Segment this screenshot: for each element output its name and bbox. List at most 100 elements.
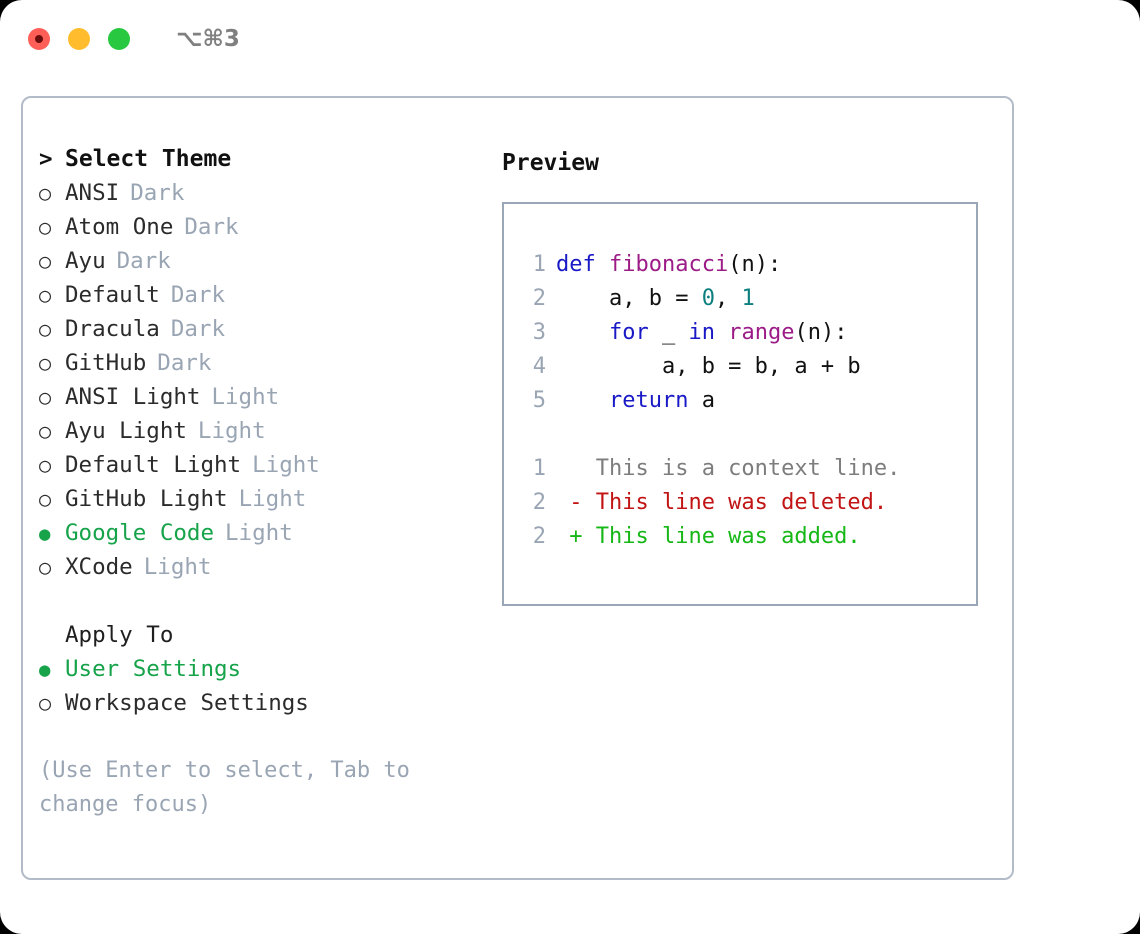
preview-title: Preview bbox=[502, 150, 599, 176]
code-token-kw: in bbox=[688, 320, 715, 345]
line-number: 1 bbox=[532, 456, 546, 481]
theme-option-label: Atom One bbox=[65, 214, 174, 240]
theme-option-atom-one[interactable]: ○ Atom One Dark bbox=[39, 214, 479, 248]
code-token-plain: (n): bbox=[728, 252, 782, 277]
diff-text: - This line was deleted. bbox=[556, 490, 888, 515]
theme-option-label: GitHub Light bbox=[65, 486, 228, 512]
theme-variant-badge: Dark bbox=[116, 248, 171, 274]
code-line: 4 a, b = b, a + b bbox=[520, 350, 976, 384]
code-token-plain: a bbox=[688, 388, 715, 413]
line-number: 2 bbox=[532, 490, 546, 515]
code-token-plain bbox=[715, 320, 728, 345]
theme-option-github[interactable]: ○ GitHub Dark bbox=[39, 350, 479, 384]
radio-unselected-icon: ○ bbox=[39, 691, 52, 715]
diff-text: This is a context line. bbox=[556, 456, 901, 481]
apply-to-option-label: User Settings bbox=[65, 656, 242, 682]
theme-option-label: ANSI bbox=[65, 180, 120, 206]
spacer bbox=[39, 588, 479, 622]
theme-variant-badge: Dark bbox=[170, 316, 226, 342]
code-token-plain: a, b = b, a + b bbox=[556, 354, 861, 379]
radio-selected-icon: ● bbox=[39, 523, 51, 545]
code-token-num: 1 bbox=[741, 286, 755, 311]
code-token-plain bbox=[556, 388, 609, 413]
diff-line-del: 2 - This line was deleted. bbox=[520, 486, 976, 520]
code-token-fn: range bbox=[728, 320, 795, 345]
code-token-plain: _ bbox=[648, 320, 689, 345]
radio-unselected-icon: ○ bbox=[39, 385, 52, 409]
radio-unselected-icon: ○ bbox=[39, 317, 52, 341]
radio-unselected-icon: ○ bbox=[39, 555, 52, 579]
theme-variant-badge: Dark bbox=[184, 214, 239, 240]
code-line: 2 a, b = 0, 1 bbox=[520, 282, 976, 316]
radio-unselected-icon: ○ bbox=[39, 419, 52, 443]
apply-to-label: Apply To bbox=[65, 622, 174, 648]
theme-option-ayu-light[interactable]: ○ Ayu Light Light bbox=[39, 418, 479, 452]
theme-option-default-light[interactable]: ○ Default Light Light bbox=[39, 452, 479, 486]
theme-option-label: ANSI Light bbox=[65, 384, 201, 410]
close-button[interactable] bbox=[28, 28, 50, 50]
theme-option-label: Google Code bbox=[65, 520, 215, 546]
code-token-plain: a, b = bbox=[556, 286, 702, 311]
keyboard-hint: (Use Enter to select, Tab to change focu… bbox=[39, 758, 424, 817]
theme-option-label: Ayu bbox=[65, 248, 106, 274]
code-token-plain: (n): bbox=[794, 320, 848, 345]
code-token-plain bbox=[556, 320, 609, 345]
apply-to-heading: Apply To bbox=[39, 622, 479, 656]
apply-to-indent bbox=[39, 623, 65, 647]
theme-option-google-code[interactable]: ● Google Code Light bbox=[39, 520, 479, 554]
theme-variant-badge: Light bbox=[197, 418, 266, 444]
page-title: Select Theme bbox=[65, 146, 232, 172]
code-token-fn: fibonacci bbox=[608, 252, 729, 277]
code-line: 3 for _ in range(n): bbox=[520, 316, 976, 350]
code-line: 5 return a bbox=[520, 384, 976, 418]
theme-option-label: XCode bbox=[65, 554, 133, 580]
window-controls bbox=[28, 28, 130, 50]
theme-variant-badge: Light bbox=[225, 520, 293, 546]
titlebar: ⌥⌘3 bbox=[0, 0, 1140, 78]
diff-sample: 1 This is a context line.2 - This line w… bbox=[520, 452, 976, 554]
diff-text: + This line was added. bbox=[556, 524, 861, 549]
radio-unselected-icon: ○ bbox=[39, 351, 52, 375]
theme-variant-badge: Dark bbox=[130, 180, 185, 206]
code-token-kw: return bbox=[608, 388, 689, 413]
radio-unselected-icon: ○ bbox=[39, 487, 52, 511]
diff-line-add: 2 + This line was added. bbox=[520, 520, 976, 554]
line-number: 1 bbox=[532, 252, 546, 277]
radio-unselected-icon: ○ bbox=[39, 181, 52, 205]
theme-variant-badge: Light bbox=[252, 452, 320, 478]
radio-unselected-icon: ○ bbox=[39, 453, 52, 477]
code-token-plain: , bbox=[714, 286, 742, 311]
apply-to-list: ● User Settings ○Workspace Settings bbox=[39, 656, 479, 724]
theme-variant-badge: Light bbox=[143, 554, 212, 580]
minimize-button[interactable] bbox=[68, 28, 90, 50]
theme-option-ansi[interactable]: ○ ANSI Dark bbox=[39, 180, 479, 214]
diff-line-ctx: 1 This is a context line. bbox=[520, 452, 976, 486]
maximize-button[interactable] bbox=[108, 28, 130, 50]
theme-option-label: Default Light bbox=[65, 452, 242, 478]
theme-option-xcode[interactable]: ○ XCode Light bbox=[39, 554, 479, 588]
theme-option-label: Ayu Light bbox=[65, 418, 187, 444]
code-token-num: 0 bbox=[701, 286, 715, 311]
radio-unselected-icon: ○ bbox=[39, 215, 52, 239]
theme-option-label: GitHub bbox=[65, 350, 147, 376]
radio-unselected-icon: ○ bbox=[39, 283, 52, 307]
apply-to-option-user-settings[interactable]: ● User Settings bbox=[39, 656, 479, 690]
theme-option-label: Default bbox=[65, 282, 160, 308]
theme-variant-badge: Light bbox=[211, 384, 280, 410]
apply-to-option-workspace-settings[interactable]: ○Workspace Settings bbox=[39, 690, 479, 724]
theme-variant-badge: Dark bbox=[157, 350, 212, 376]
theme-option-ansi-light[interactable]: ○ ANSI Light Light bbox=[39, 384, 479, 418]
line-number: 5 bbox=[532, 388, 546, 413]
radio-selected-icon: ● bbox=[39, 659, 51, 681]
